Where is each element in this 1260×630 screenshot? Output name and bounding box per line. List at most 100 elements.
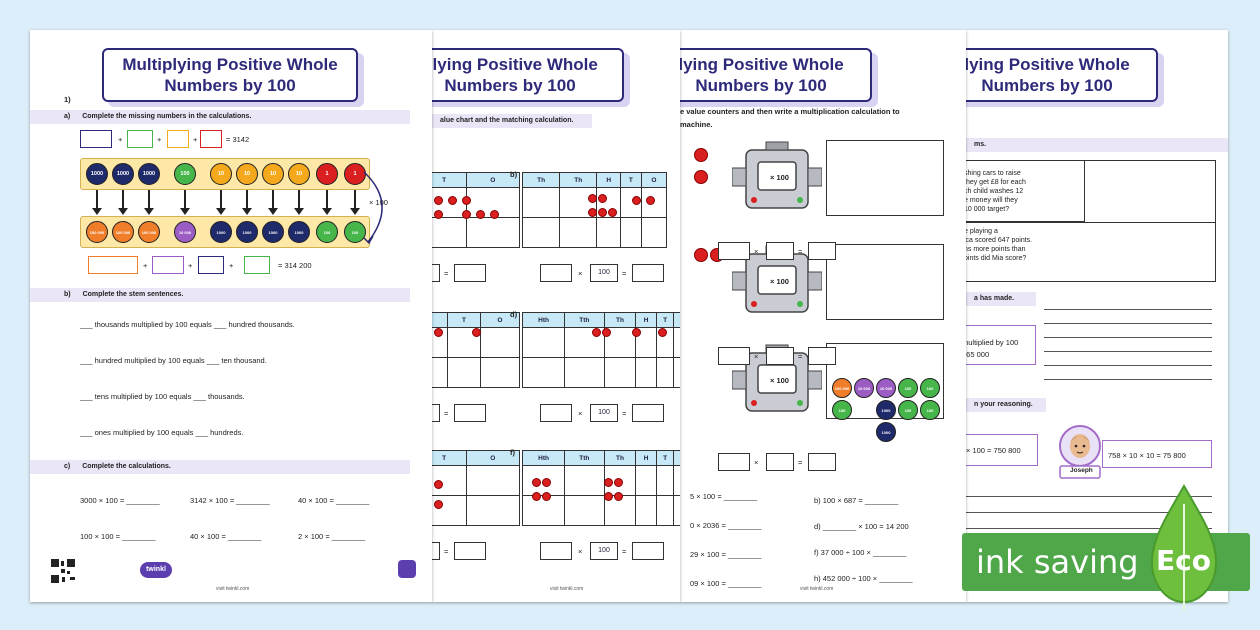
place-value-cell — [432, 217, 467, 248]
answer-box[interactable] — [808, 453, 836, 471]
place-value-cell — [620, 217, 642, 248]
stem-sentence: ___ thousands multiplied by 100 equals _… — [80, 320, 295, 329]
title-line-2: Numbers by 100 — [164, 76, 296, 95]
place-value-cell — [635, 357, 657, 388]
instruction-text: machine. — [680, 120, 713, 129]
answer-box[interactable] — [432, 542, 440, 560]
answer-box[interactable] — [200, 130, 222, 148]
place-value-chart: HthTthThHTO — [521, 312, 680, 388]
counter: 100 — [898, 400, 918, 420]
times-sign: × — [578, 547, 583, 556]
page-title: lying Positive Whole Numbers by 100 — [680, 48, 872, 102]
counter: 10 000 — [854, 378, 874, 398]
place-value-cell — [564, 495, 605, 526]
worksheet-page-2: plying Positive Whole Numbers by 100 alu… — [432, 30, 680, 602]
title-line-1: lying Positive Whole — [680, 55, 844, 74]
counter — [632, 196, 641, 205]
ink-saving-label: ink saving — [976, 543, 1139, 581]
calculation: 3142 × 100 = ________ — [190, 496, 270, 505]
answer-box[interactable] — [540, 404, 572, 422]
counter: 1000 — [112, 163, 134, 185]
footer-link[interactable]: visit twinkl.com — [550, 586, 584, 592]
answer-box[interactable] — [127, 130, 153, 148]
section-band: n your reasoning. — [966, 398, 1046, 412]
place-value-cell — [564, 357, 605, 388]
answer-box[interactable] — [152, 256, 184, 274]
part-label: b) — [510, 170, 518, 179]
calculation: 09 × 100 = ________ — [690, 579, 762, 588]
counter: 100 000 — [112, 221, 134, 243]
answer-box[interactable] — [244, 256, 270, 274]
place-value-cell — [479, 357, 521, 388]
counter — [476, 210, 485, 219]
speech-text: 758 × 10 × 10 = 75 800 — [1108, 451, 1186, 460]
counter: 10 — [236, 163, 258, 185]
avatar — [1059, 425, 1101, 479]
arrow-line — [326, 190, 328, 210]
answer-box[interactable] — [432, 404, 440, 422]
column-header: O — [673, 450, 680, 466]
place-value-cell — [640, 217, 668, 248]
machine-screen-label: × 100 — [770, 376, 789, 385]
column-header: Th — [521, 172, 561, 188]
counter — [532, 478, 541, 487]
badge-icon — [398, 560, 416, 578]
answer-box[interactable] — [808, 242, 836, 260]
counter: 10 000 — [876, 378, 896, 398]
place-value-cell — [564, 465, 605, 496]
column-header: Th — [603, 312, 637, 328]
problem-line: ns more points than — [966, 246, 1026, 253]
answer-box[interactable] — [454, 404, 486, 422]
answer-line — [1044, 365, 1212, 366]
answer-box[interactable] — [718, 347, 750, 365]
answer-box[interactable] — [198, 256, 224, 274]
place-value-cell — [603, 357, 637, 388]
answer-box[interactable] — [167, 130, 189, 148]
answer-box[interactable] — [454, 264, 486, 282]
arrow-down-icon — [268, 208, 278, 215]
counter: 100 — [344, 221, 366, 243]
speech-box — [966, 325, 1036, 365]
arrow-line — [272, 190, 274, 210]
section-band: ms. — [966, 138, 1228, 152]
counter — [434, 500, 443, 509]
place-value-cell — [447, 357, 481, 388]
answer-box[interactable] — [718, 242, 750, 260]
calculation: 100 × 100 = ________ — [80, 532, 156, 541]
arrow-line — [122, 190, 124, 210]
answer-box[interactable] — [718, 453, 750, 471]
answer-box[interactable] — [454, 542, 486, 560]
counter — [542, 478, 551, 487]
answer-box[interactable] — [540, 264, 572, 282]
counter — [614, 492, 623, 501]
place-value-cell — [655, 357, 675, 388]
answer-box[interactable] — [432, 264, 440, 282]
equals-sign: = — [622, 269, 627, 278]
multiplier-label: × 100 — [369, 198, 388, 207]
part-instruction: Complete the calculations. — [82, 463, 171, 470]
footer-link[interactable]: visit twinkl.com — [216, 586, 250, 592]
place-value-cell — [673, 327, 680, 358]
arrow-down-icon — [216, 208, 226, 215]
counter — [604, 492, 613, 501]
counter — [592, 328, 601, 337]
answer-box[interactable] — [766, 453, 794, 471]
equals-sign: = — [798, 352, 803, 361]
answer-box[interactable] — [632, 264, 664, 282]
answer-box[interactable] — [766, 242, 794, 260]
counter — [598, 194, 607, 203]
arrow-down-icon — [118, 208, 128, 215]
answer-box[interactable] — [766, 347, 794, 365]
answer-box[interactable] — [88, 256, 138, 274]
answer-box[interactable] — [632, 542, 664, 560]
answer-box[interactable] — [540, 542, 572, 560]
machine-screen-label: × 100 — [770, 277, 789, 286]
counter: 100 — [920, 400, 940, 420]
answer-box[interactable] — [80, 130, 112, 148]
answer-box[interactable] — [632, 404, 664, 422]
footer-link[interactable]: visit twinkl.com — [800, 586, 834, 592]
answer-box[interactable] — [808, 347, 836, 365]
multiplier-box: 100 — [590, 404, 618, 422]
counter — [434, 328, 443, 337]
